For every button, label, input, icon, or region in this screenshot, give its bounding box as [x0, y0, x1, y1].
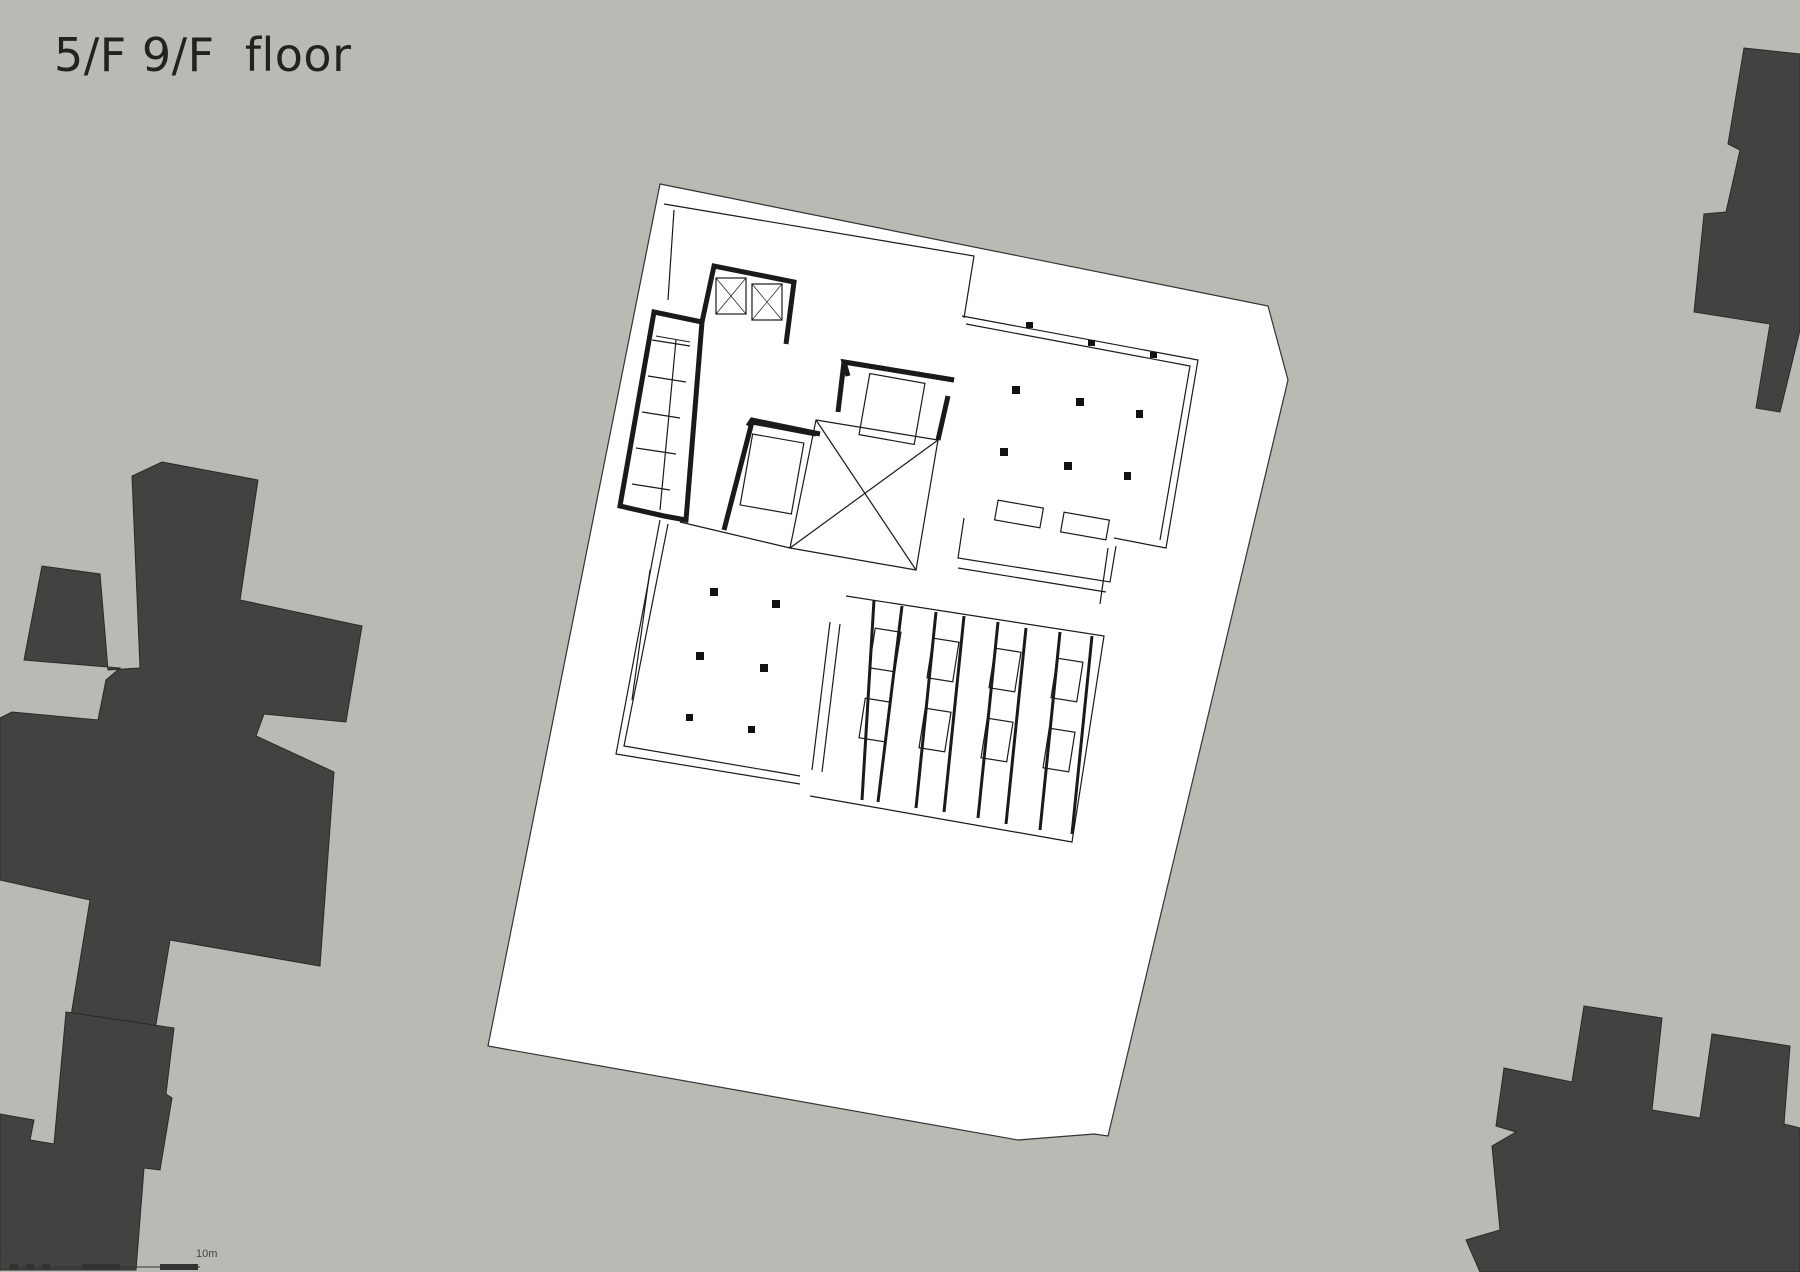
toilet-partition	[651, 339, 691, 347]
column	[1136, 410, 1143, 418]
east-stair-flight	[858, 372, 926, 446]
room-corridor-wall	[811, 621, 831, 771]
column	[748, 726, 755, 733]
column	[1124, 472, 1131, 480]
room-divider	[1070, 635, 1094, 835]
room-divider	[942, 615, 966, 813]
neighbor-building-southeast	[1465, 1005, 1800, 1272]
column	[1026, 322, 1033, 328]
column	[710, 588, 718, 596]
column	[1076, 398, 1084, 406]
neighbor-building-southwest	[0, 1011, 175, 1271]
west-stair-enclosure	[721, 419, 817, 531]
neighbor-building-northeast	[1693, 47, 1800, 413]
toilet-block-wall	[617, 309, 705, 523]
scale-bar-segment	[42, 1264, 50, 1270]
void-diagonal	[815, 419, 917, 571]
void-diagonal	[789, 439, 939, 549]
room-divider	[1004, 627, 1028, 825]
kitchen-counter-1	[993, 499, 1045, 529]
guest-bed	[1042, 727, 1076, 773]
elevator-cross	[751, 283, 783, 321]
scale-start-label: 0	[6, 1248, 12, 1260]
column	[1150, 352, 1157, 358]
scale-bar-segment	[10, 1264, 18, 1270]
toilet-partition	[641, 411, 681, 419]
scale-bar-segment	[160, 1264, 198, 1270]
kitchen-counter-2	[1059, 511, 1111, 541]
scale-end-label: 10m	[196, 1248, 217, 1260]
parapet-line	[667, 209, 675, 301]
toilet-corridor	[659, 339, 677, 511]
support-room-wall	[957, 517, 1117, 583]
elevator-cross	[715, 277, 747, 315]
guest-bed	[868, 627, 902, 673]
scale-ratio-label: 1:200	[86, 1248, 114, 1260]
elevator-car-2	[751, 283, 783, 321]
scale-bar: 0 1:200 10m	[6, 1248, 217, 1270]
east-stair-enclosure	[835, 359, 955, 413]
east-stair-side-wall	[935, 395, 951, 441]
east-terrace-inner	[965, 323, 1191, 541]
column	[686, 714, 693, 721]
west-facade	[615, 519, 801, 785]
guest-bed	[980, 717, 1014, 763]
guest-bed	[1050, 657, 1084, 703]
room-corridor-wall	[821, 623, 841, 773]
terrace-outline	[663, 203, 975, 319]
column	[1012, 386, 1020, 394]
neighbor-building-west	[0, 461, 363, 1049]
structural-columns	[686, 322, 1157, 733]
room-divider	[860, 599, 876, 801]
corridor-line	[679, 521, 791, 549]
west-facade-inner	[623, 523, 801, 777]
toilet-partition	[635, 447, 677, 455]
guest-bed	[926, 637, 960, 683]
column	[1064, 462, 1072, 470]
east-wall	[1099, 547, 1109, 605]
column	[1000, 448, 1008, 456]
scale-bar-segment	[82, 1264, 120, 1270]
curtain-wall-line	[631, 569, 651, 701]
site-boundary	[487, 183, 1289, 1141]
elevator-car-1	[715, 277, 747, 315]
floor-plan-lines	[615, 203, 1199, 843]
scale-bar-segment	[26, 1264, 34, 1270]
guest-bed	[858, 697, 892, 743]
guest-bed	[988, 647, 1022, 693]
column	[1088, 340, 1095, 346]
column	[772, 600, 780, 608]
west-stair-flight	[739, 433, 805, 515]
guest-bed	[918, 707, 952, 753]
toilet-partition	[631, 483, 671, 491]
neighbor-buildings	[0, 47, 1800, 1272]
guest-room-block-outline	[809, 595, 1105, 843]
column	[760, 664, 768, 672]
drawing-title: 5/F 9/F floor	[54, 28, 352, 82]
toilet-partition	[647, 375, 687, 383]
toilet-partitions	[655, 335, 691, 343]
corridor-north-wall	[957, 567, 1107, 593]
elevator-core-wall	[699, 263, 797, 345]
room-divider	[876, 605, 904, 803]
column	[696, 652, 704, 660]
east-terrace-outline	[961, 315, 1199, 549]
